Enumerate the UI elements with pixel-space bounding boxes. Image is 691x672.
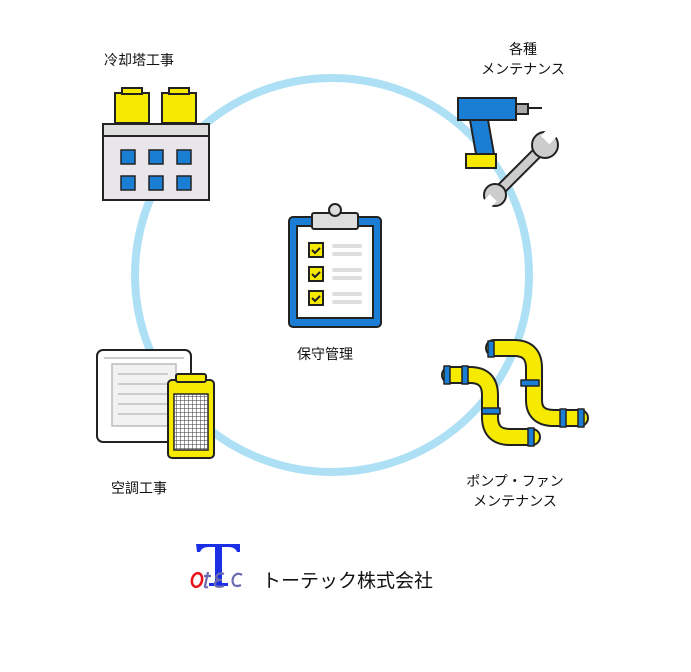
label-maintenance: 各種 メンテナンス bbox=[468, 40, 578, 80]
drill-wrench-icon bbox=[457, 97, 560, 210]
cycle-ring bbox=[131, 74, 533, 476]
clipboard-checklist-icon bbox=[288, 203, 382, 328]
company-name: トーテック株式会社 bbox=[262, 570, 434, 592]
label-cooling-tower-work: 冷却塔工事 bbox=[104, 53, 174, 69]
label-line1: ポンプ・ファン bbox=[466, 474, 564, 490]
cooling-tower-icon bbox=[102, 87, 210, 201]
label-center-maintenance-management: 保守管理 bbox=[297, 347, 353, 363]
label-pump-fan-maintenance: ポンプ・ファン メンテナンス bbox=[445, 472, 585, 512]
label-line1: 各種 bbox=[509, 42, 537, 58]
air-conditioner-icon bbox=[96, 349, 215, 459]
totec-logo bbox=[190, 544, 243, 589]
label-air-conditioning-work: 空調工事 bbox=[111, 481, 167, 497]
label-line2: メンテナンス bbox=[473, 494, 557, 510]
pipes-icon bbox=[441, 339, 589, 447]
label-line2: メンテナンス bbox=[481, 62, 565, 78]
